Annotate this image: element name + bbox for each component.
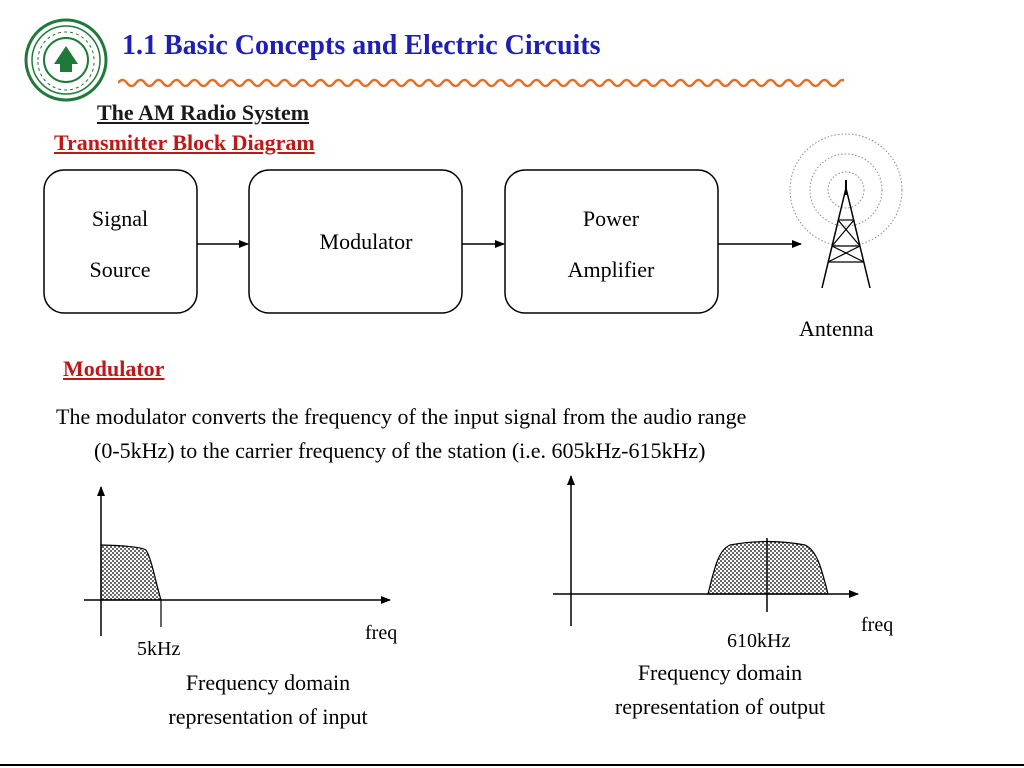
modulator-description-line1: The modulator converts the frequency of … (56, 404, 747, 429)
section-subtitle: The AM Radio System (97, 100, 310, 125)
antenna-label: Antenna (799, 316, 874, 341)
university-seal-icon (24, 18, 108, 102)
output-caption-line1: Frequency domain (637, 660, 803, 685)
modulator-block: Modulator (248, 169, 463, 314)
modulator-heading: Modulator (63, 356, 165, 381)
decorative-wave-divider (118, 78, 844, 88)
modulator-description-line2: (0-5kHz) to the carrier frequency of the… (94, 438, 706, 463)
diagram-title: Transmitter Block Diagram (54, 130, 315, 155)
power-amplifier-block: Power Amplifier (504, 169, 719, 314)
output-spectrum-plot (553, 475, 859, 626)
signal-source-block: Signal Source (43, 169, 198, 314)
signal-source-label-line2: Source (89, 257, 150, 282)
input-plot-caption: Frequency domain representation of input (118, 666, 418, 734)
input-caption-line2: representation of input (168, 704, 368, 729)
power-amplifier-label-line2: Amplifier (568, 257, 655, 282)
input-caption-line1: Frequency domain (185, 670, 351, 695)
power-amplifier-label-line1: Power (583, 206, 640, 231)
page-title: 1.1 Basic Concepts and Electric Circuits (122, 30, 601, 61)
modulator-label: Modulator (320, 229, 414, 254)
input-freq-axis-label: freq (365, 622, 398, 644)
output-spectrum-shape (707, 540, 829, 595)
input-tick-label: 5kHz (137, 638, 181, 660)
footer-divider (0, 764, 1024, 766)
output-caption-line2: representation of output (614, 694, 826, 719)
antenna-tower-icon (789, 133, 903, 289)
signal-source-label-line1: Signal (92, 206, 148, 231)
modulator-description: The modulator converts the frequency of … (56, 400, 976, 468)
input-spectrum-shape (100, 544, 162, 601)
output-plot-caption: Frequency domain representation of outpu… (570, 656, 870, 724)
output-tick-label: 610kHz (727, 630, 791, 652)
input-spectrum-plot (84, 486, 391, 636)
output-freq-axis-label: freq (861, 614, 894, 636)
